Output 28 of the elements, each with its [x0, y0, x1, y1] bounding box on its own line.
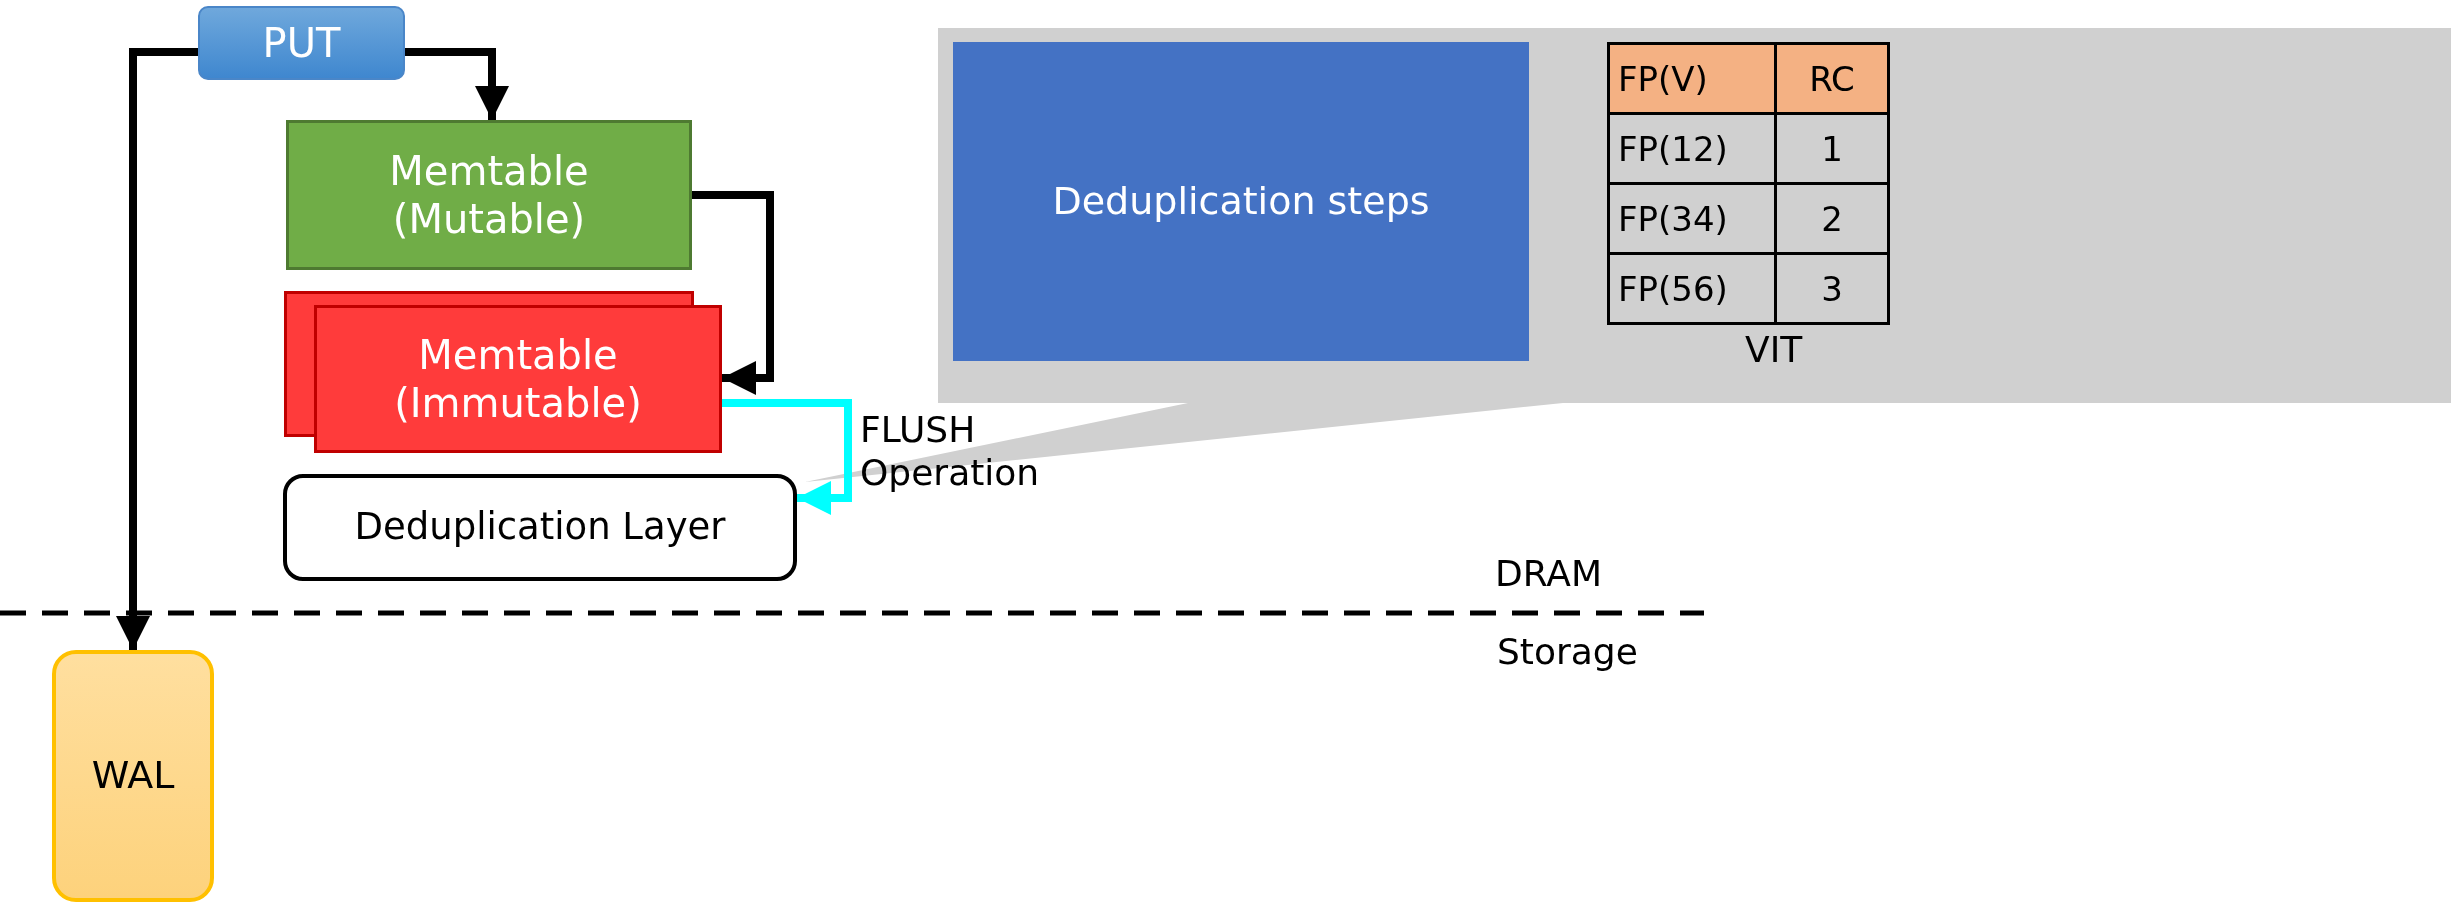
table-header: RC: [1775, 43, 1889, 114]
node-label: PUT: [262, 19, 341, 67]
table-header: FP(V): [1608, 43, 1776, 114]
table-cell: 3: [1775, 253, 1889, 324]
process-box: [283, 474, 797, 581]
table-cell: FP(56): [1608, 253, 1776, 324]
node-label: Memtable (Mutable): [388, 147, 590, 243]
node-label: Deduplication Layer: [354, 505, 726, 550]
node-label: WAL: [91, 753, 175, 799]
process-box: [953, 42, 1529, 361]
arrow: [692, 191, 774, 395]
table-caption: VIT: [1745, 328, 1803, 372]
node-label: Deduplication steps: [1052, 178, 1430, 225]
arrow: [722, 399, 852, 515]
table-cell: 1: [1775, 113, 1889, 184]
node-label: Memtable (Immutable): [393, 331, 643, 427]
arrow: [116, 48, 198, 650]
table-cell: FP(34): [1608, 183, 1776, 254]
table-cell: 2: [1775, 183, 1889, 254]
region-label: Storage: [1497, 630, 1638, 674]
memtable-box: [286, 120, 692, 270]
storage-box: [52, 650, 214, 902]
table-cell: FP(12): [1608, 113, 1776, 184]
edge-label: FLUSH Operation: [860, 408, 1041, 495]
stacked-memtable-box: [284, 291, 722, 453]
region-label: DRAM: [1495, 552, 1602, 596]
put-button-box: [198, 6, 405, 80]
arrow: [405, 48, 509, 120]
